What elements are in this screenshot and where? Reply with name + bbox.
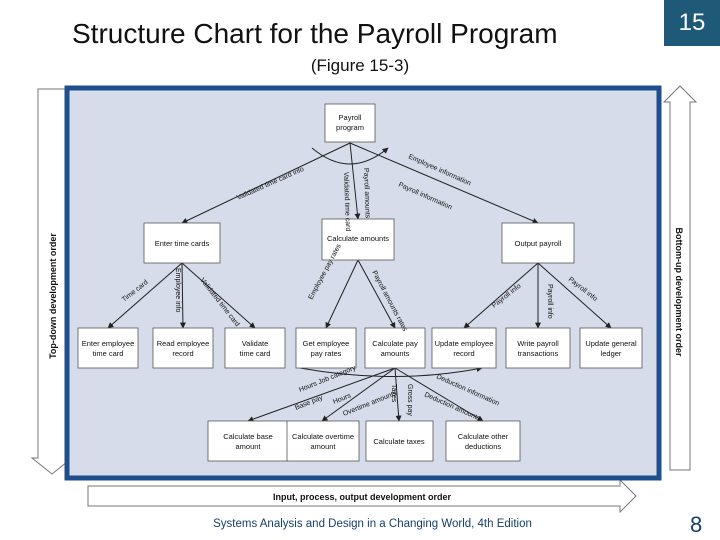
module-calculate-base-amount: Calculate base amount — [207, 420, 289, 462]
module-label-line: program — [336, 123, 364, 132]
module-label-line: Calculate other — [458, 432, 509, 441]
bottom-up-arrow: Bottom-up development order — [662, 85, 698, 471]
module-label-line: Payroll — [339, 113, 362, 122]
module-read-employee-record: Read employee record — [152, 327, 214, 369]
module-calculate-other-deductions: Calculate other deductions — [445, 420, 521, 462]
module-label-line: amount — [310, 442, 336, 451]
page-number: 8 — [690, 512, 703, 537]
module-label-line: Write payroll — [517, 339, 559, 348]
module-label-line: Enter time cards — [155, 239, 210, 248]
couple-label: Employee info — [174, 268, 181, 312]
module-enter-employee-time-card: Enter employee time card — [77, 327, 139, 369]
module-label-line: Calculate base — [223, 432, 273, 441]
couple-label: Gross pay — [406, 384, 413, 416]
module-label-line: Update general — [585, 339, 637, 348]
input-process-output-arrow-label: Input, process, output development order — [273, 492, 452, 502]
module-label-line: record — [453, 349, 474, 358]
slide-number-badge: 15 — [664, 0, 720, 46]
module-payroll-program: Payroll program — [324, 103, 376, 143]
module-output-payroll: Output payroll — [501, 222, 575, 264]
module-update-employee-record: Update employee record — [431, 327, 497, 369]
module-connectors — [107, 142, 612, 422]
module-label-line: Calculate overtime — [292, 432, 354, 441]
module-calculate-amounts: Calculate amounts — [321, 218, 395, 261]
top-down-arrow-label: Top-down development order — [48, 233, 58, 359]
module-enter-time-cards: Enter time cards — [143, 222, 221, 264]
module-label-line: Validate — [242, 339, 269, 348]
slide-subtitle: (Figure 15-3) — [310, 56, 410, 75]
module-label-line: amount — [235, 442, 261, 451]
module-label-line: Read employee — [157, 339, 210, 348]
couple-label: Validated time card — [342, 172, 351, 232]
couple-label: Taxes — [390, 384, 397, 403]
module-label-line: time card — [240, 349, 271, 358]
module-label-line: transactions — [518, 349, 559, 358]
couple-label: Payroll amounts — [362, 168, 371, 219]
module-label-line: time card — [93, 349, 124, 358]
module-label-line: deductions — [465, 442, 502, 451]
footer-text: Systems Analysis and Design in a Changin… — [213, 518, 532, 530]
module-label-line: pay rates — [311, 349, 342, 358]
module-label-line: Update employee — [435, 339, 494, 348]
module-label-line: Get employee — [303, 339, 350, 348]
module-label-line: record — [172, 349, 193, 358]
module-label-line: Calculate amounts — [327, 234, 389, 243]
module-validate-time-card: Validate time card — [224, 327, 286, 369]
couple-label: Payroll info — [546, 284, 553, 319]
module-label-line: Calculate pay — [372, 339, 418, 348]
module-calculate-taxes: Calculate taxes — [365, 420, 434, 462]
module-label-line: Calculate taxes — [373, 437, 425, 446]
slide-title: Structure Chart for the Payroll Program — [72, 18, 558, 49]
bottom-up-arrow-label: Bottom-up development order — [674, 227, 684, 356]
module-label-line: ledger — [601, 349, 622, 358]
module-label-line: Output payroll — [515, 239, 562, 248]
module-label-line: amounts — [381, 349, 410, 358]
module-write-payroll-transactions: Write payroll transactions — [505, 327, 571, 369]
module-update-general-ledger: Update general ledger — [579, 327, 643, 369]
input-process-output-arrow: Input, process, output development order — [87, 478, 637, 514]
module-get-employee-pay-rates: Get employee pay rates — [295, 327, 357, 369]
module-calculate-pay-amounts: Calculate pay amounts — [364, 327, 426, 369]
module-calculate-overtime-amount: Calculate overtime amount — [286, 420, 360, 462]
module-label-line: Enter employee — [82, 339, 135, 348]
